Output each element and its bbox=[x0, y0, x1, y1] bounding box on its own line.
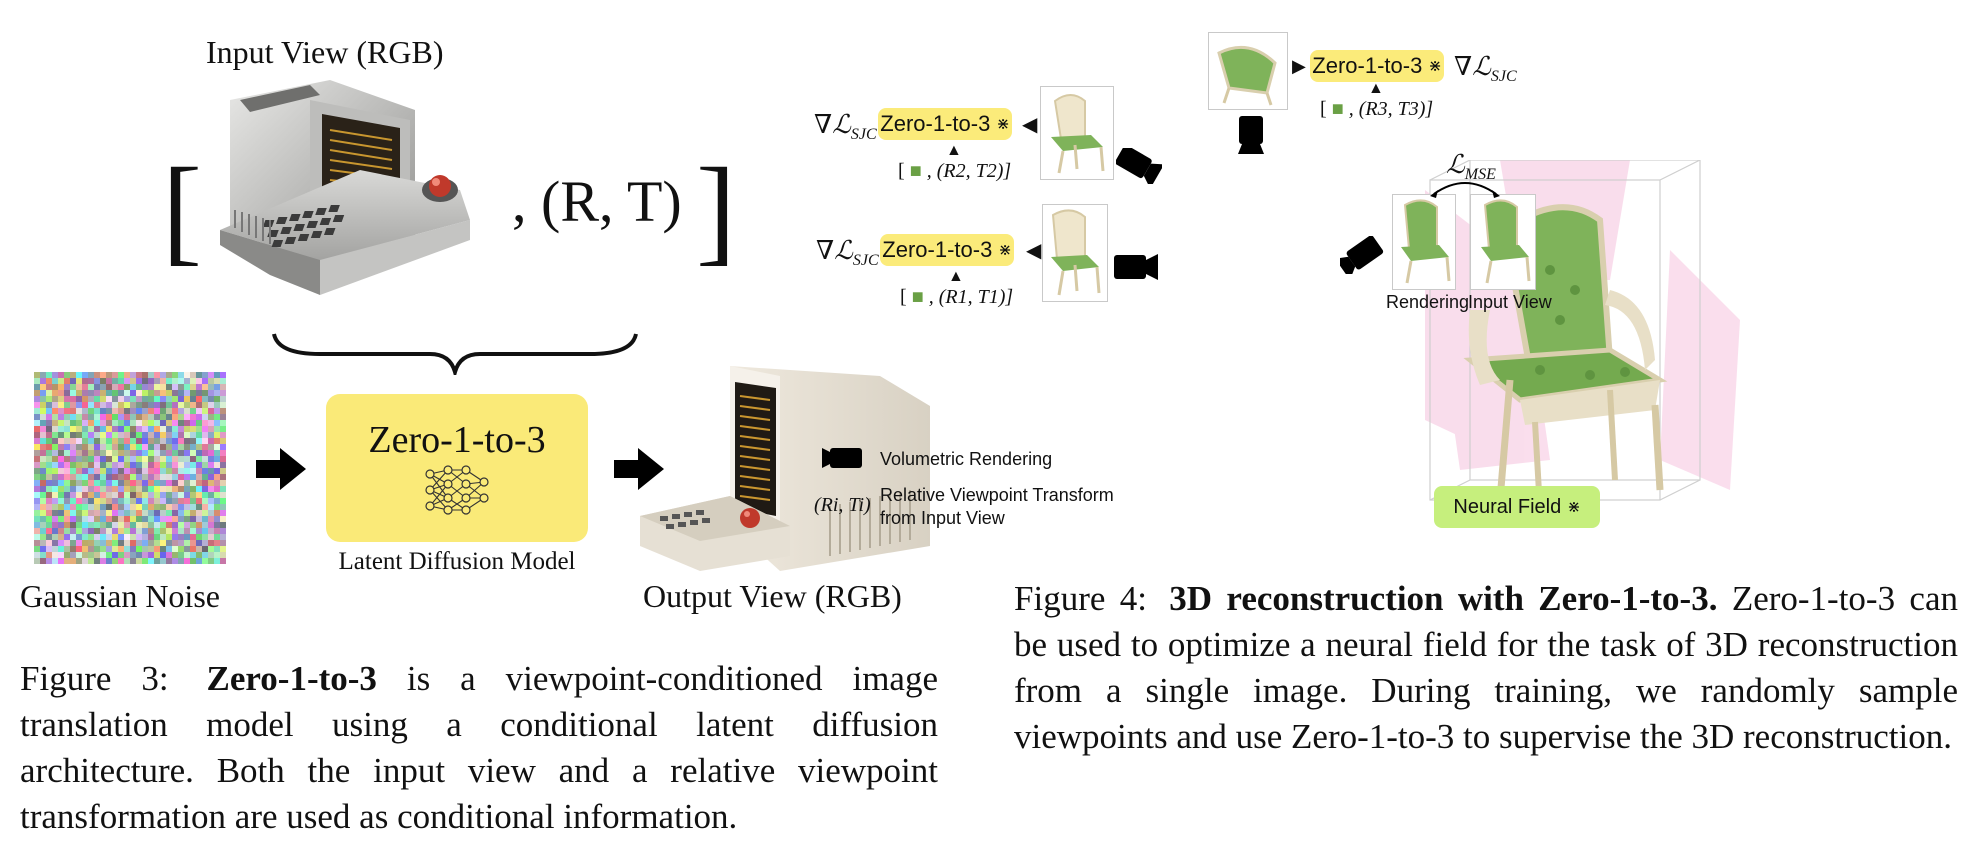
camera-icon bbox=[1114, 254, 1158, 280]
mse-loss-label: ℒMSE bbox=[1446, 150, 1496, 184]
condition-close-bracket: ] bbox=[696, 143, 736, 276]
condition-label-top: [ ■ , (R3, T3)] bbox=[1320, 98, 1434, 120]
gaussian-noise-image bbox=[34, 372, 226, 564]
figure-3: Input View (RGB) [ ] bbox=[20, 34, 938, 840]
chair-thumb-icon: ■ bbox=[1331, 98, 1344, 120]
chair-thumb-icon: ■ bbox=[909, 160, 922, 182]
condition-label-mid: [ ■ , (R2, T2)] bbox=[898, 160, 1012, 182]
figure-4: Zero-1-to-3 ⋇ Zero-1-to-3 ⋇ Zero-1-to-3 … bbox=[814, 0, 1968, 852]
model-name: Zero-1-to-3 bbox=[1312, 53, 1423, 78]
sampled-view-left-top bbox=[1040, 86, 1114, 180]
neural-field-label: Neural Field bbox=[1453, 495, 1562, 518]
caption-prefix: Figure 3: bbox=[20, 659, 169, 698]
gradient-loss-label-top: ∇ℒSJC bbox=[1454, 52, 1517, 86]
neural-field-volume bbox=[1425, 160, 1740, 511]
neural-network-icon bbox=[425, 465, 489, 515]
figure-4-caption: Figure 4: 3D reconstruction with Zero-1-… bbox=[1014, 576, 1958, 760]
arrow-up-icon: ▲ bbox=[1368, 80, 1384, 97]
mse-arc-icon bbox=[1430, 182, 1500, 198]
neural-field-box: Neural Field ⋇ bbox=[1434, 486, 1600, 528]
rendering-label: Rendering bbox=[1386, 292, 1470, 312]
condition-label-bottom: [ ■ , (R1, T1)] bbox=[900, 286, 1014, 308]
caption-bold: 3D reconstruction with Zero-1-to-3. bbox=[1169, 579, 1718, 618]
legend-transform-text: Relative Viewpoint Transform from Input … bbox=[880, 485, 1114, 528]
arrow-up-icon: ▲ bbox=[946, 142, 962, 159]
camera-icon bbox=[1340, 236, 1384, 274]
arrow-right-icon bbox=[614, 448, 664, 490]
arrow-left-icon: ◀ bbox=[1022, 114, 1038, 136]
legend-transform-symbol: (Ri, Ti) bbox=[814, 494, 871, 516]
camera-icon bbox=[1116, 148, 1162, 184]
rendering-view-image bbox=[1392, 194, 1456, 290]
arrow-up-icon: ▲ bbox=[948, 268, 964, 285]
sampled-view-top bbox=[1208, 32, 1288, 110]
input-view-label: Input View bbox=[1468, 292, 1552, 312]
neural-network-icon: ⋇ bbox=[998, 242, 1012, 259]
arrow-right-icon: ▶ bbox=[1292, 56, 1306, 76]
input-view-label: Input View (RGB) bbox=[206, 34, 444, 70]
sampled-view-left-bottom bbox=[1042, 204, 1108, 302]
model-box bbox=[326, 394, 588, 542]
caption-bold: Zero-1-to-3 bbox=[206, 659, 377, 698]
model-box-mid: Zero-1-to-3 ⋇ bbox=[878, 108, 1012, 140]
camera-icon bbox=[1238, 116, 1264, 154]
condition-open-bracket: [ bbox=[162, 143, 202, 276]
model-name: Zero-1-to-3 bbox=[880, 111, 991, 136]
neural-network-icon: ⋇ bbox=[1567, 499, 1581, 516]
model-name: Zero-1-to-3 bbox=[368, 419, 546, 461]
arrow-right-icon bbox=[256, 448, 306, 490]
chair-thumb-icon: ■ bbox=[911, 286, 924, 308]
model-box-bottom: Zero-1-to-3 ⋇ bbox=[880, 234, 1014, 266]
legend-camera-icon bbox=[822, 448, 862, 468]
gaussian-noise-label: Gaussian Noise bbox=[20, 578, 220, 614]
arrow-left-icon: ◀ bbox=[1026, 240, 1042, 262]
model-subtitle: Latent Diffusion Model bbox=[338, 548, 576, 575]
input-view-image-4 bbox=[1470, 194, 1536, 290]
caption-text: Zero-1-to-3 can be used to optimize a ne… bbox=[1014, 579, 1958, 756]
neural-network-icon: ⋇ bbox=[1428, 58, 1442, 75]
gradient-loss-label-bottom: ∇ℒSJC bbox=[816, 236, 879, 270]
input-view-image bbox=[220, 80, 470, 295]
model-name: Zero-1-to-3 bbox=[882, 237, 993, 262]
gradient-loss-label-mid: ∇ℒSJC bbox=[814, 110, 877, 144]
viewpoint-transform-expression: , (R, T) bbox=[512, 169, 682, 234]
output-view-label: Output View (RGB) bbox=[643, 578, 902, 614]
model-box-top: Zero-1-to-3 ⋇ bbox=[1310, 50, 1444, 82]
output-view-image bbox=[640, 366, 930, 571]
neural-network-icon: ⋇ bbox=[996, 116, 1010, 133]
caption-prefix: Figure 4: bbox=[1014, 579, 1147, 618]
condition-brace bbox=[272, 333, 638, 375]
legend-camera-text: Volumetric Rendering bbox=[880, 449, 1053, 469]
caption-text: is a viewpoint-conditioned image transla… bbox=[20, 659, 939, 836]
figure-3-caption: Figure 3: Zero-1-to-3 is a viewpoint-con… bbox=[20, 656, 938, 840]
